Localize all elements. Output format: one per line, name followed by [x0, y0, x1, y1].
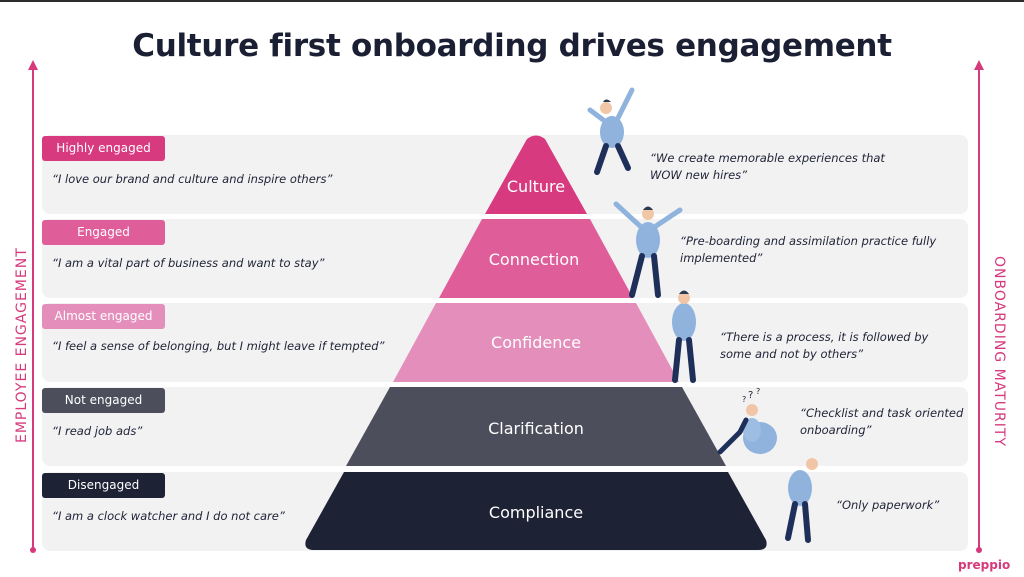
- left-quote-culture: “I love our brand and culture and inspir…: [52, 172, 333, 186]
- tier-culture: [485, 135, 587, 214]
- tier-clarification: [346, 387, 726, 466]
- right-axis-dot: [976, 547, 982, 553]
- badge-not-engaged: Not engaged: [42, 388, 165, 413]
- svg-text:?: ?: [748, 390, 753, 401]
- left-axis-label: EMPLOYEE ENGAGEMENT: [14, 247, 30, 443]
- jumping-person-icon: [587, 87, 635, 175]
- standing-person-icon: [672, 290, 696, 383]
- right-axis-arrowhead: [974, 60, 984, 70]
- tier-label-culture: Culture: [507, 177, 565, 196]
- cheering-person-icon: [613, 201, 683, 298]
- tier-label-confidence: Confidence: [491, 333, 581, 352]
- tier-label-compliance: Compliance: [489, 503, 583, 522]
- confused-person-icon: ? ? ?: [717, 387, 777, 455]
- left-quote-confidence: “I feel a sense of belonging, but I migh…: [52, 339, 385, 353]
- sad-person-icon: [785, 458, 818, 543]
- svg-text:?: ?: [756, 387, 760, 396]
- tier-connection: [439, 219, 633, 298]
- left-quote-compliance: “I am a clock watcher and I do not care”: [52, 509, 285, 523]
- right-axis-label: ONBOARDING MATURITY: [991, 256, 1007, 447]
- left-axis-dot: [30, 547, 36, 553]
- right-quote-confidence: “There is a process, it is followed by s…: [720, 330, 929, 361]
- tier-label-clarification: Clarification: [488, 419, 584, 438]
- badge-engaged: Engaged: [42, 220, 165, 245]
- right-quote-culture: “We create memorable experiences that WO…: [650, 151, 885, 182]
- right-quote-clarification: “Checklist and task oriented onboarding”: [800, 406, 964, 437]
- page-title: Culture first onboarding drives engageme…: [132, 28, 892, 64]
- tier-confidence: [393, 303, 679, 382]
- badge-highly-engaged: Highly engaged: [42, 136, 165, 161]
- left-quote-clarification: “I read job ads”: [52, 424, 143, 438]
- tier-label-connection: Connection: [489, 250, 580, 269]
- right-quote-connection: “Pre-boarding and assimilation practice …: [680, 234, 937, 265]
- right-quote-compliance: “Only paperwork”: [836, 498, 940, 512]
- svg-text:?: ?: [742, 395, 746, 404]
- preppio-logo: preppio: [958, 558, 1011, 572]
- top-border: [0, 0, 1024, 2]
- badge-disengaged: Disengaged: [42, 473, 165, 498]
- badge-almost-engaged: Almost engaged: [42, 304, 165, 329]
- left-axis-arrowhead: [28, 60, 38, 70]
- left-quote-connection: “I am a vital part of business and want …: [52, 256, 325, 270]
- tier-compliance: [305, 472, 767, 550]
